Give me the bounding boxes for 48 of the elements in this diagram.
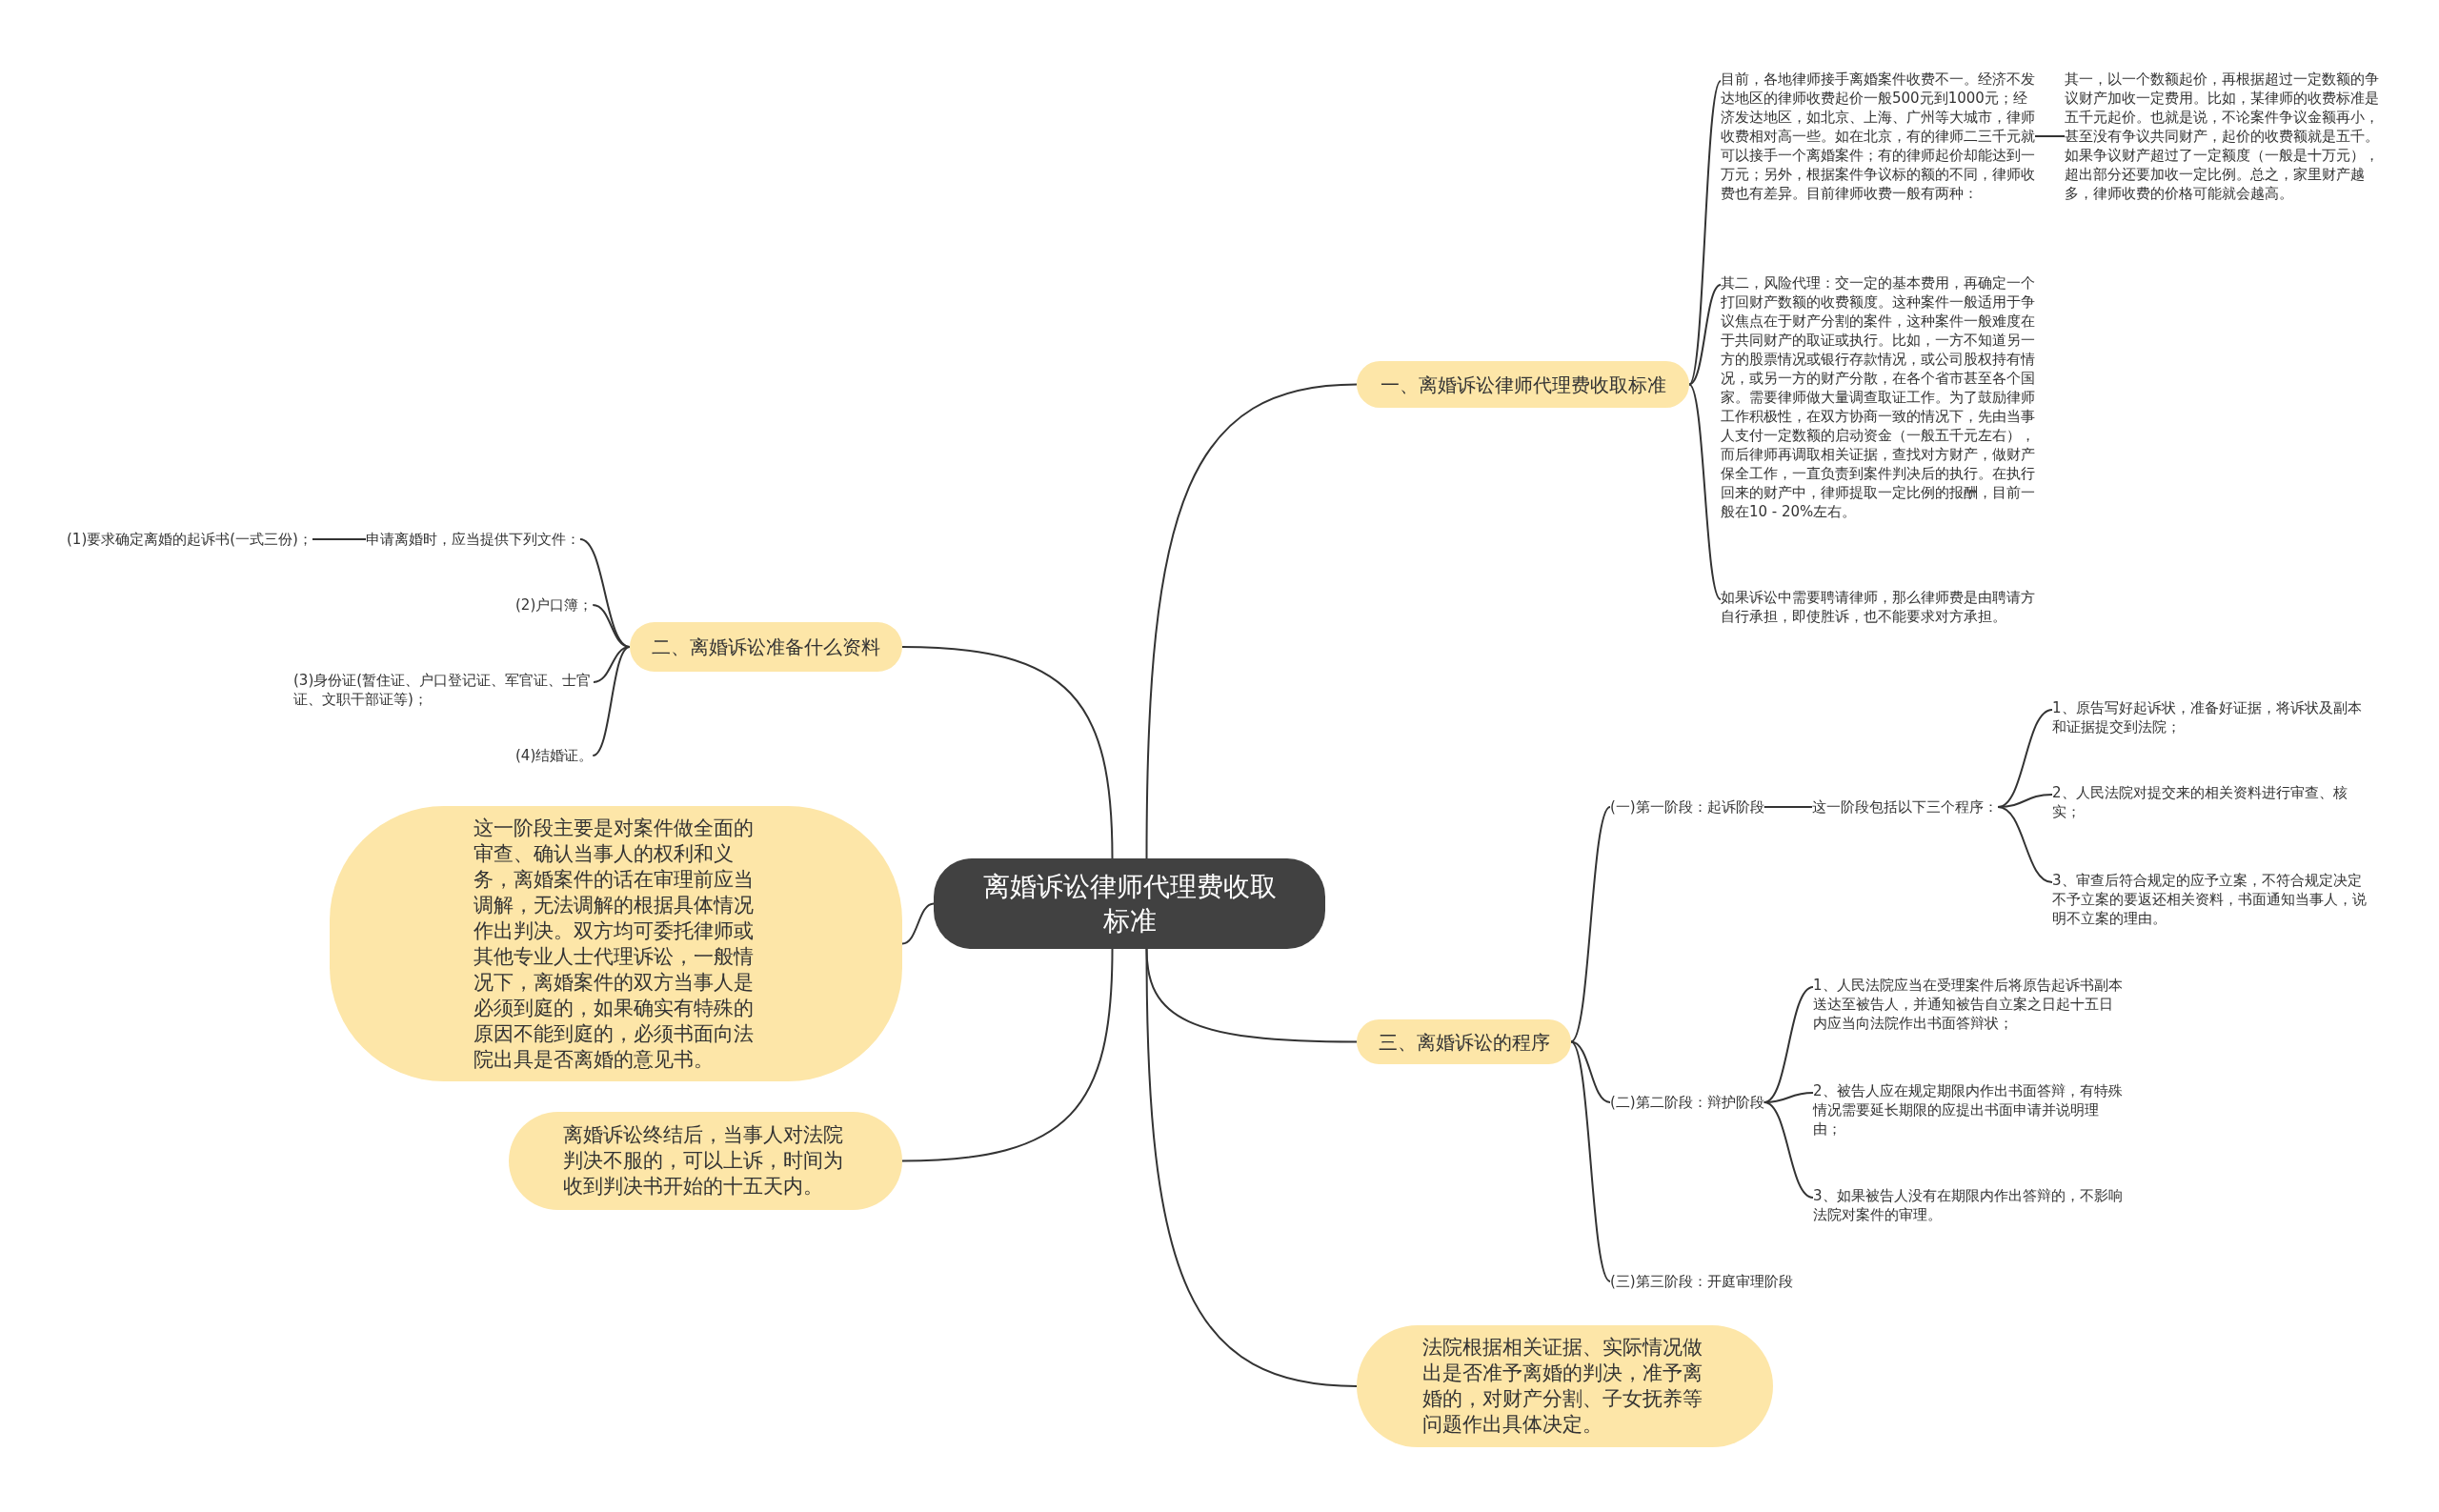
- branch-topic: [630, 622, 902, 672]
- central-topic: [934, 858, 1325, 949]
- note-text: 这一阶段主要是对案件做全面的审查、确认当事人的权利和义务，离婚案件的话在审理前应当调解，无法调解的根据具体情况作出判决。双方均可委托律师或其他专业人士代理诉讼，一般情况下，离婚案件的双方当事人是必须到庭的，如果确实有特殊的原因不能到庭的，必须书面向法院出具是否离婚的意见书。: [473, 815, 755, 1073]
- note-text: 1、人民法院应当在受理案件后将原告起诉书副本送达至被告人，并通知被告自立案之日起十五日内应当向法院作出书面答辩状；: [1813, 976, 2123, 1033]
- connector-line: [592, 646, 631, 756]
- connector-line: [311, 538, 367, 540]
- connector-line: [901, 902, 935, 945]
- branch-topic: [1357, 361, 1689, 408]
- connector-line: [1997, 806, 2053, 883]
- note-text: 目前，各地律师接手离婚案件收费不一。经济不发达地区的律师收费起价一般500元到1000元；经济发达地区，如北京、上海、广州等大城市，律师收费相对高一些。如在北京，有的律师二三千元就可以接手一个离婚案件；有的律师起价却能达到一万元；另外，根据案件争议标的额的不同，律师收费也有差异。目前律师收费一般有两种：: [1721, 70, 2035, 203]
- note-text: 这一阶段包括以下三个程序：: [1812, 797, 1998, 816]
- branch-topic-text: 三、离婚诉讼的程序: [1378, 1029, 1550, 1055]
- note-text: (1)要求确定离婚的起诉书(一式三份)；: [67, 530, 312, 549]
- note-text: 离婚诉讼终结后，当事人对法院判决不服的，可以上诉，时间为收到判决书开始的十五天内。: [562, 1122, 844, 1200]
- note-text: 2、被告人应在规定期限内作出书面答辩，有特殊情况需要延长期限的应提出书面申请并说明理由；: [1813, 1081, 2123, 1139]
- branch-topic: [1357, 1019, 1571, 1064]
- connector-line: [1145, 383, 1358, 859]
- branch-topic-text: 二、离婚诉讼准备什么资料: [652, 635, 880, 659]
- note-text: (3)身份证(暂住证、户口登记证、军官证、士官证、文职干部证等)；: [293, 671, 594, 709]
- connector-line: [1688, 80, 1722, 386]
- connector-line: [901, 646, 1114, 859]
- connector-line: [1688, 383, 1722, 600]
- connector-line: [1763, 806, 1813, 808]
- note-text: (三)第三阶段：开庭审理阶段: [1610, 1272, 1793, 1291]
- connector-line: [2034, 135, 2066, 137]
- note-text: (二)第二阶段：辩护阶段: [1610, 1093, 1764, 1112]
- connector-line: [1570, 806, 1611, 1043]
- note-text: 法院根据相关证据、实际情况做出是否准予离婚的判决，准予离婚的，对财产分割、子女抚养等问题作出具体决定。: [1421, 1335, 1703, 1438]
- note-text: (一)第一阶段：起诉阶段: [1610, 797, 1764, 816]
- note-text: 其一，以一个数额起价，再根据超过一定数额的争议财产加收一定费用。比如，某律师的收费标准是五千元起价。也就是说，不论案件争议金额再小，甚至没有争议共同财产，起价的收费额就是五千。如果争议财产超过了一定额度（一般是十万元），超出部分还要加收一定比例。总之，家里财产越多，律师收费的价格可能就会越高。: [2065, 70, 2379, 203]
- central-topic-text: 离婚诉讼律师代理费收取标准: [981, 869, 1278, 938]
- connector-line: [1145, 948, 1358, 1387]
- note-text: 如果诉讼中需要聘请律师，那么律师费是由聘请方自行承担，即使胜诉，也不能要求对方承担。: [1721, 588, 2035, 626]
- note-text: 3、审查后符合规定的应予立案，不符合规定决定不予立案的要返还相关资料，书面通知当事人，说明不立案的理由。: [2052, 871, 2367, 928]
- note-text: (4)结婚证。: [515, 746, 594, 765]
- branch-topic-text: 一、离婚诉讼律师代理费收取标准: [1380, 372, 1666, 397]
- note-text: 1、原告写好起诉状，准备好证据，将诉状及副本和证据提交到法院；: [2052, 698, 2367, 736]
- note-text: 3、如果被告人没有在期限内作出答辩的，不影响法院对案件的审理。: [1813, 1186, 2123, 1224]
- note-text: 其二，风险代理：交一定的基本费用，再确定一个打回财产数额的收费额度。这种案件一般适用于争议焦点在于财产分割的案件，这种案件一般难度在于共同财产的取证或执行。比如，一方不知道另一方的股票情况或银行存款情况，或公司股权持有情况，或另一方的财产分散，在各个省市甚至各个国家。需要律师做大量调查取证工作。为了鼓励律师工作积极性，在双方协商一致的情况下，先由当事人支付一定数额的启动资金（一般五千元左右），而后律师再调取相关证据，查找对方财产，做财产保全工作，一直负责到案件判决后的执行。在执行回来的财产中，律师提取一定比例的报酬，目前一般在10 - 20%左右。: [1721, 273, 2035, 521]
- connector-line: [1688, 284, 1722, 386]
- connector-line: [1570, 1040, 1611, 1282]
- connector-line: [593, 646, 631, 683]
- note-text: (2)户口簿；: [515, 595, 594, 615]
- note-text: 申请离婚时，应当提供下列文件：: [366, 530, 580, 549]
- note-text: 2、人民法院对提交来的相关资料进行审查、核实；: [2052, 783, 2367, 821]
- connector-line: [1570, 1040, 1611, 1103]
- connector-line: [901, 948, 1114, 1162]
- connector-line: [1763, 1101, 1814, 1199]
